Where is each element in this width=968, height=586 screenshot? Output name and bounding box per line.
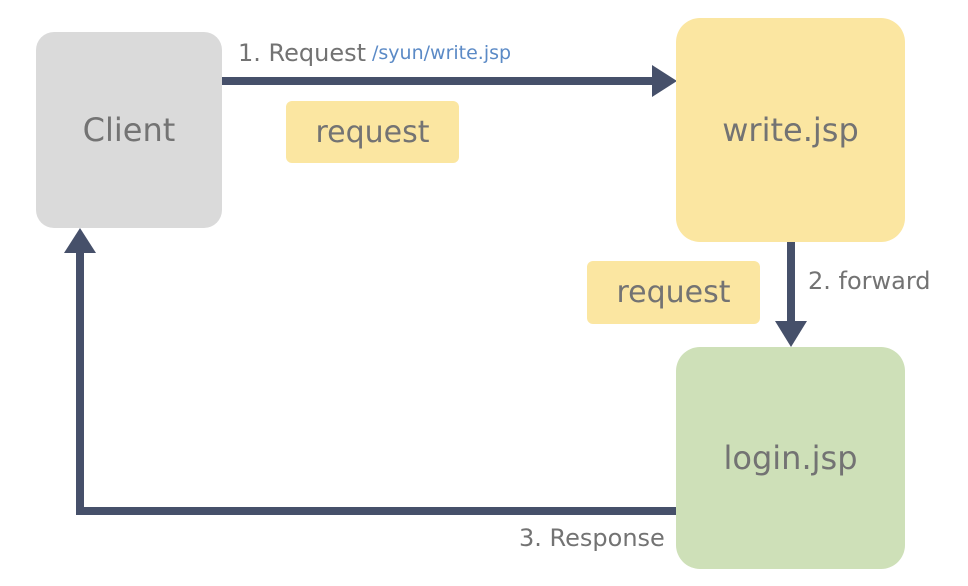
forwarded-request-object-label: request [616,275,731,310]
write-jsp-node: write.jsp [676,18,905,242]
login-jsp-label: login.jsp [723,439,858,477]
request-step-label: 1. Request [238,39,367,67]
forward-arrow-line [787,242,795,327]
request-arrow-head [652,65,677,97]
request-object-label: request [315,114,430,150]
write-jsp-label: write.jsp [722,111,859,149]
response-arrow-line-horizontal [76,507,676,515]
client-node: Client [36,32,222,228]
request-url-label: /syun/write.jsp [372,42,512,64]
forward-arrow-head [775,321,807,347]
response-arrow-head [64,228,96,253]
response-step-label: 3. Response [519,524,665,552]
forward-step-label: 2. forward [808,267,931,295]
response-arrow-line-vertical [76,248,84,515]
client-label: Client [82,111,176,149]
forwarded-request-object-tag: request [587,261,760,324]
request-arrow-line [222,77,658,85]
login-jsp-node: login.jsp [676,347,905,569]
request-object-tag: request [286,101,459,163]
